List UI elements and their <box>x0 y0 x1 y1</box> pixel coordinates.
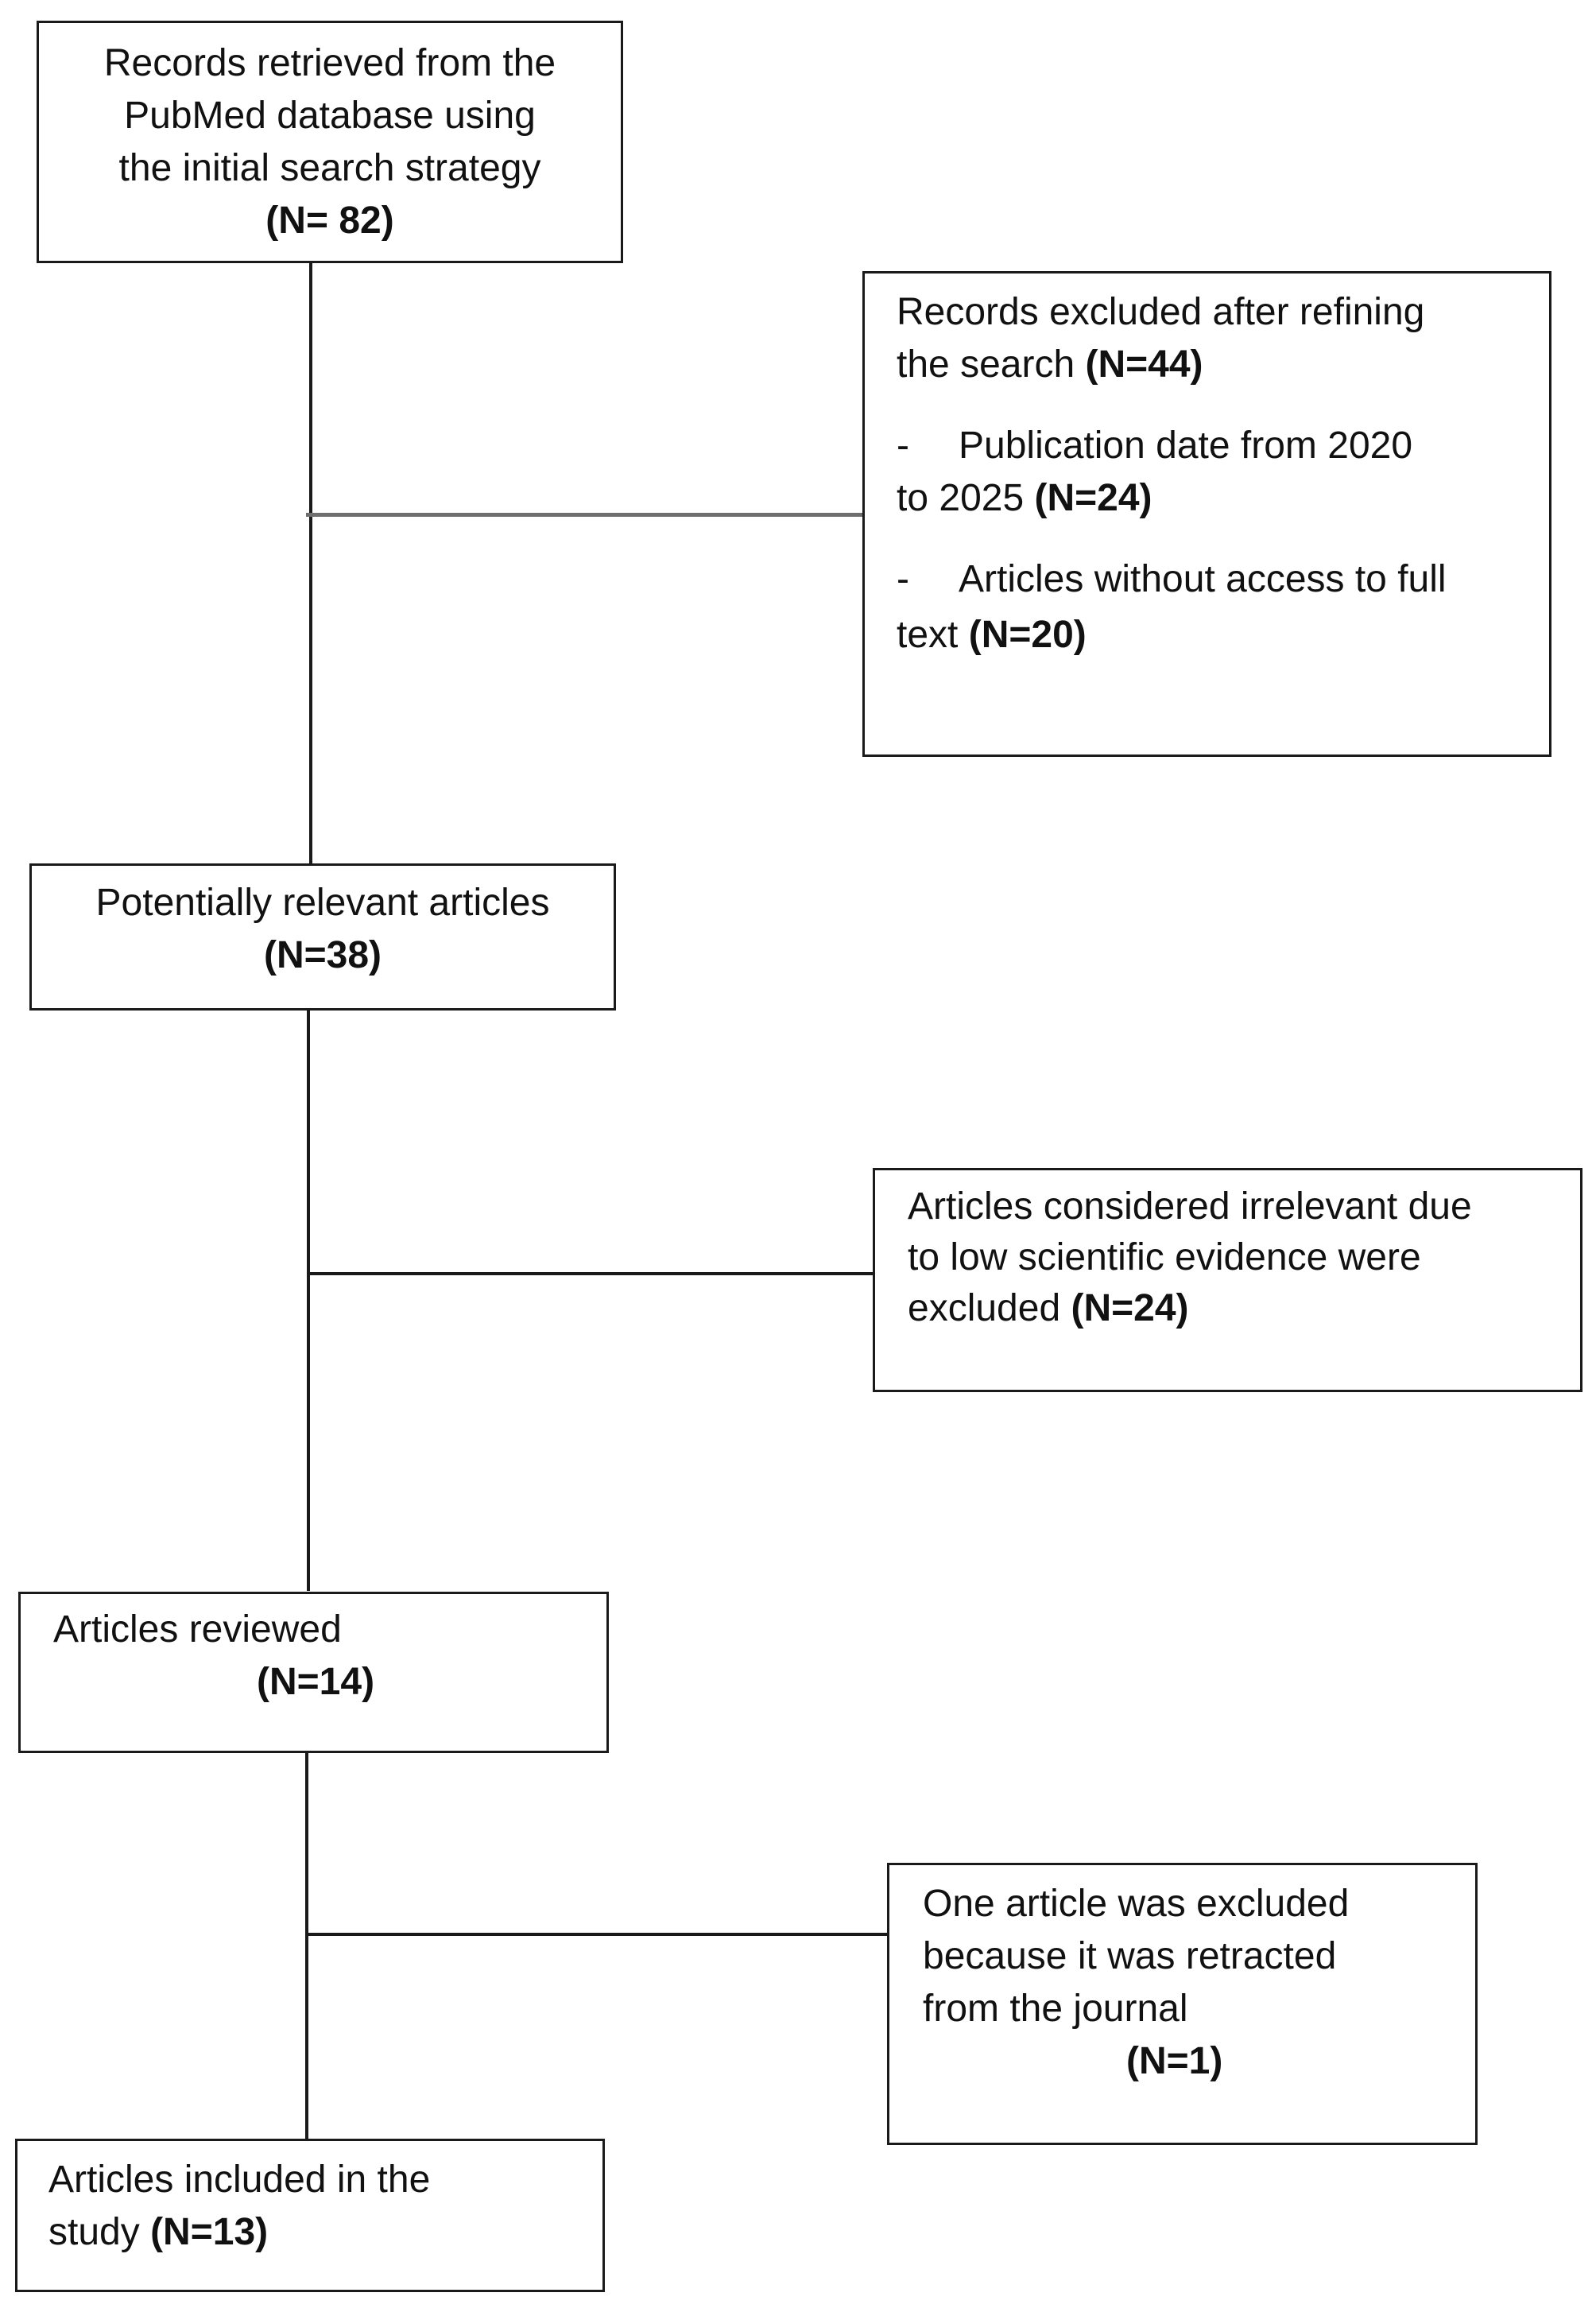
articles-included-box: Articles included in the study (N=13) <box>15 2139 605 2292</box>
articles-reviewed-count: (N=14) <box>257 1661 375 1703</box>
potentially-relevant-count: (N=38) <box>263 934 382 976</box>
records-retrieved-count: (N= 82) <box>265 200 394 242</box>
irrelevant-articles-box: Articles considered irrelevant due to lo… <box>873 1168 1582 1392</box>
irrelevant-count: (N=24) <box>1071 1287 1189 1329</box>
excluded-item2-count: (N=20) <box>968 614 1087 656</box>
excluded-item1-line1: Publication date from 2020 <box>959 425 1413 467</box>
retracted-count: (N=1) <box>1126 2040 1223 2082</box>
records-retrieved-line-2: PubMed database using <box>124 95 536 137</box>
vertical-connector-1 <box>309 262 312 864</box>
horizontal-connector-retracted <box>305 1933 887 1936</box>
records-retrieved-box: Records retrieved from the PubMed databa… <box>37 21 623 263</box>
retracted-line-3: from the journal <box>923 1988 1188 2030</box>
excluded-item1-line2: to 2025 <box>897 477 1035 519</box>
articles-included-count: (N=13) <box>150 2211 269 2253</box>
irrelevant-line-1: Articles considered irrelevant due <box>908 1185 1472 1228</box>
horizontal-connector-excluded-refining <box>306 513 862 517</box>
retracted-article-box: One article was excluded because it was … <box>887 1863 1478 2145</box>
excluded-item2-dash: - <box>897 558 909 600</box>
vertical-connector-2 <box>307 1008 310 1591</box>
records-retrieved-line-3: the initial search strategy <box>118 147 541 189</box>
articles-included-line-1: Articles included in the <box>48 2159 431 2201</box>
excluded-item1-dash: - <box>897 425 909 467</box>
horizontal-connector-irrelevant <box>307 1272 873 1275</box>
potentially-relevant-box: Potentially relevant articles (N=38) <box>29 863 616 1011</box>
retracted-line-2: because it was retracted <box>923 1935 1337 1977</box>
retracted-line-1: One article was excluded <box>923 1883 1350 1925</box>
articles-reviewed-label: Articles reviewed <box>53 1608 342 1651</box>
potentially-relevant-label: Potentially relevant articles <box>95 882 550 924</box>
excluded-refining-count: (N=44) <box>1085 343 1203 386</box>
irrelevant-line-2: to low scientific evidence were <box>908 1236 1421 1278</box>
excluded-item1-count: (N=24) <box>1034 477 1152 519</box>
excluded-refining-box: Records excluded after refining the sear… <box>862 271 1551 757</box>
records-retrieved-line-1: Records retrieved from the <box>103 42 556 84</box>
vertical-connector-3 <box>305 1709 308 2139</box>
excluded-item2-line2: text <box>897 614 969 656</box>
articles-included-line-2: study <box>48 2211 151 2253</box>
articles-reviewed-box: Articles reviewed (N=14) <box>18 1592 609 1753</box>
excluded-refining-line-2: the search <box>897 343 1086 386</box>
excluded-item2-line1: Articles without access to full <box>959 558 1447 600</box>
irrelevant-line-3: excluded <box>908 1287 1071 1329</box>
excluded-refining-line-1: Records excluded after refining <box>897 291 1425 333</box>
